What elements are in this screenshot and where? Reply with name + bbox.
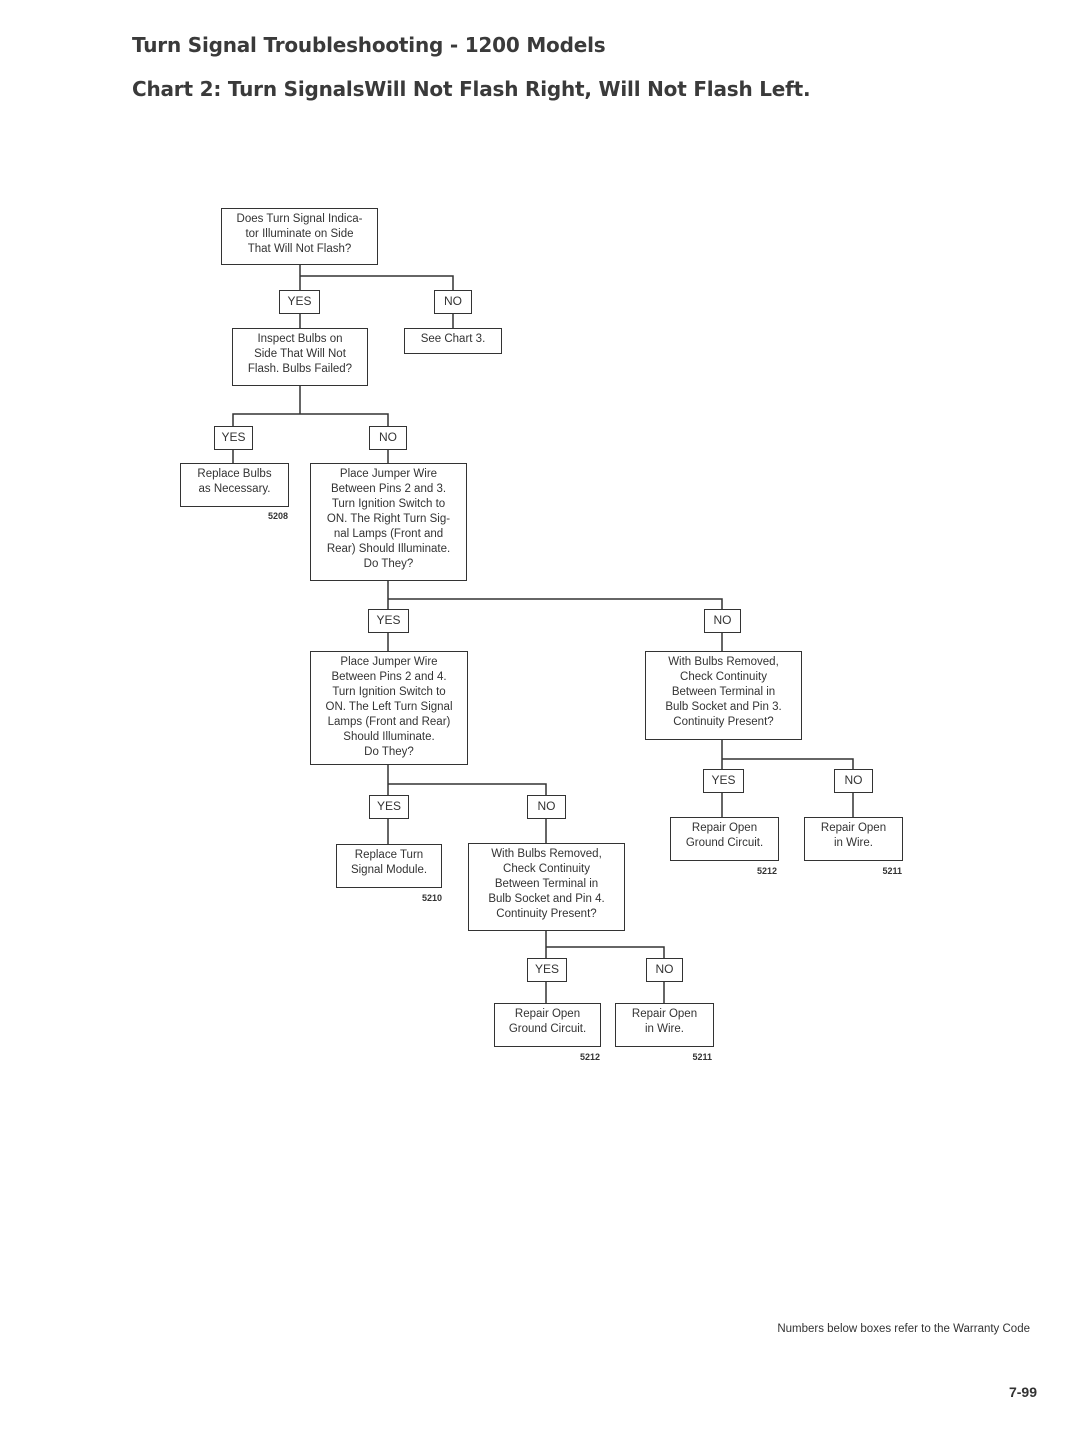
action-replace-turn-signal-module: Replace Turn Signal Module. — [336, 844, 442, 888]
action-q6-repair-open-wire: Repair Open in Wire. — [804, 817, 903, 861]
decision-continuity-pin-4: With Bulbs Removed, Check Continuity Bet… — [468, 843, 625, 931]
decision-inspect-bulbs: Inspect Bulbs on Side That Will Not Flas… — [232, 328, 368, 386]
action-q5-repair-open-wire: Repair Open in Wire. — [615, 1003, 714, 1047]
warranty-code-q5-wire: 5211 — [692, 1052, 712, 1062]
q4-no-label: NO — [527, 795, 566, 819]
q5-no-label: NO — [646, 958, 683, 982]
action-q6-repair-ground-circuit-text: Repair Open Ground Circuit. — [685, 822, 764, 849]
q2-yes-label: YES — [214, 426, 253, 450]
q1-no-label: NO — [434, 290, 472, 314]
q6-no-label: NO — [834, 769, 873, 793]
see-chart-3-box: See Chart 3. — [404, 328, 502, 354]
decision-jumper-pins-2-3: Place Jumper Wire Between Pins 2 and 3. … — [310, 463, 467, 581]
connector-q4 — [387, 764, 547, 795]
page-title: Turn Signal Troubleshooting - 1200 Model… — [132, 33, 606, 57]
page-number: 7-99 — [1008, 1384, 1037, 1400]
see-chart-3-text: See Chart 3. — [420, 333, 486, 345]
warranty-code-q5-ground: 5212 — [579, 1052, 600, 1062]
decision-continuity-pin-3: With Bulbs Removed, Check Continuity Bet… — [645, 651, 802, 740]
connector-q6 — [721, 740, 854, 769]
connector-q1 — [299, 264, 454, 290]
decision-indicator-illuminate: Does Turn Signal Indica- tor Illuminate … — [221, 208, 378, 265]
action-q5-repair-ground-circuit: Repair Open Ground Circuit. — [494, 1003, 601, 1047]
action-q6-repair-open-wire-text: Repair Open in Wire. — [820, 822, 887, 849]
q1-yes-label: YES — [279, 290, 320, 314]
decision-continuity-pin-3-text: With Bulbs Removed, Check Continuity Bet… — [665, 656, 782, 728]
warranty-code-footnote: Numbers below boxes refer to the Warrant… — [777, 1323, 1030, 1335]
decision-continuity-pin-4-text: With Bulbs Removed, Check Continuity Bet… — [488, 848, 605, 920]
action-q5-repair-open-wire-text: Repair Open in Wire. — [631, 1008, 698, 1035]
q4-yes-label: YES — [369, 795, 409, 819]
q3-yes-label: YES — [368, 609, 409, 633]
action-q6-repair-ground-circuit: Repair Open Ground Circuit. — [670, 817, 779, 861]
decision-inspect-bulbs-text: Inspect Bulbs on Side That Will Not Flas… — [247, 333, 353, 375]
warranty-code-q6-ground: 5212 — [756, 866, 777, 876]
q2-no-label: NO — [369, 426, 407, 450]
connector-q5 — [545, 930, 665, 958]
decision-jumper-pins-2-3-text: Place Jumper Wire Between Pins 2 and 3. … — [326, 468, 451, 570]
decision-jumper-pins-2-4-text: Place Jumper Wire Between Pins 2 and 4. … — [325, 656, 453, 758]
q3-no-label: NO — [704, 609, 741, 633]
connector-q2 — [232, 386, 389, 426]
warranty-code-replace-bulbs: 5208 — [267, 511, 288, 521]
decision-jumper-pins-2-4: Place Jumper Wire Between Pins 2 and 4. … — [310, 651, 468, 765]
connector-q3 — [387, 580, 723, 609]
action-q5-repair-ground-circuit-text: Repair Open Ground Circuit. — [508, 1008, 587, 1035]
warranty-code-q6-wire: 5211 — [882, 866, 902, 876]
warranty-code-replace-module: 5210 — [421, 893, 442, 903]
q5-yes-label: YES — [527, 958, 567, 982]
chart-subtitle: Chart 2: Turn SignalsWill Not Flash Righ… — [132, 77, 811, 101]
decision-indicator-illuminate-text: Does Turn Signal Indica- tor Illuminate … — [236, 213, 363, 255]
action-replace-bulbs: Replace Bulbs as Necessary. — [180, 463, 289, 507]
action-replace-bulbs-text: Replace Bulbs as Necessary. — [197, 468, 272, 495]
q6-yes-label: YES — [703, 769, 744, 793]
action-replace-turn-signal-module-text: Replace Turn Signal Module. — [350, 849, 428, 876]
